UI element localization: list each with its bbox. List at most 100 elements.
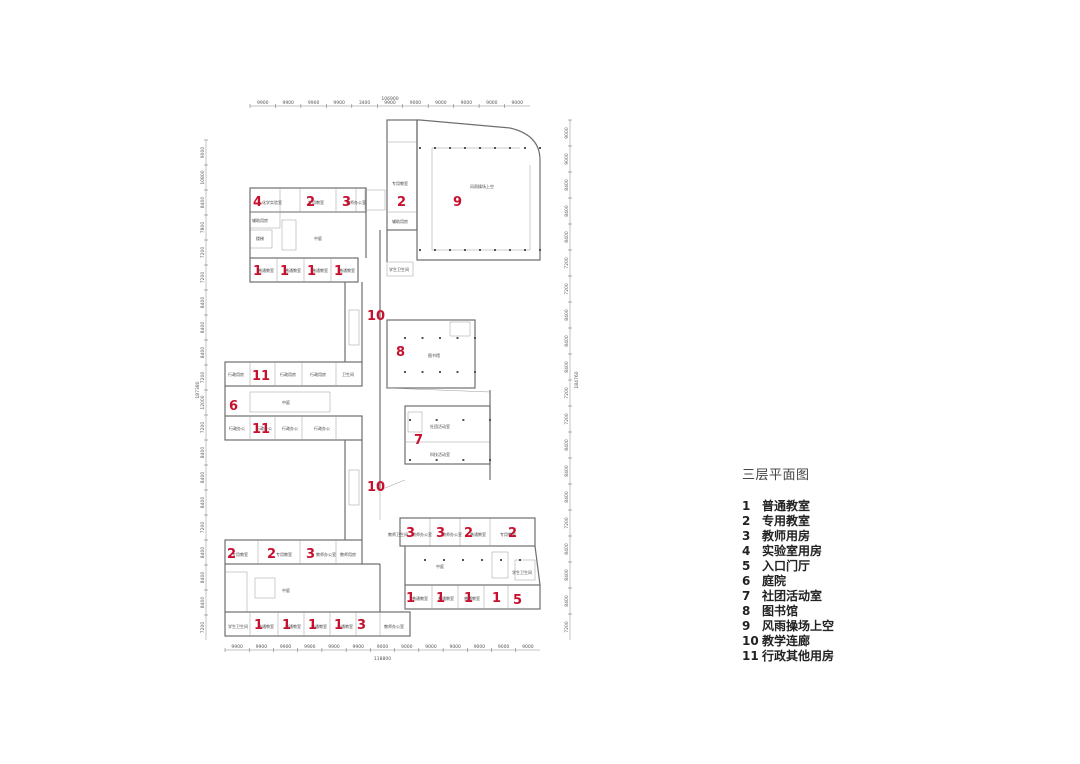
room-marker: 1 [280,264,289,279]
dimension-label: 8400 [200,197,206,209]
room-label: 中庭 [436,563,444,569]
legend-item: 5 入口门厅 [742,559,902,574]
dimension-label: 8400 [200,322,206,334]
column-dot [439,371,441,373]
room-label: 专用教室 [500,531,516,537]
column-dot [419,147,421,149]
column-dot [494,249,496,251]
dimension-label: 8400 [200,297,206,309]
room-label: 社团活动室 [430,423,450,429]
room-marker: 1 [492,591,501,606]
column-dot [439,337,441,339]
room-marker: 11 [252,422,270,437]
dimension-label: 8400 [564,361,570,373]
legend-item-number: 2 [742,514,751,528]
room-label: 教师办公室 [384,623,404,629]
column-dot [524,147,526,149]
room-label: 专用教室 [276,551,292,557]
dimension-label: 9900 [256,644,268,650]
dimension-label: 8400 [200,347,206,359]
room-label: 学生卫生间 [512,569,532,575]
dimension-label: 8400 [200,547,206,559]
room-label: 化学实验室 [262,199,282,205]
column-dot [409,419,411,421]
room-label: 辅助用房 [392,218,408,224]
room-label: 中庭 [282,399,290,405]
building-walls [224,119,541,637]
dimension-label: 7200 [564,283,570,295]
column-dot [500,559,502,561]
room-marker: 3 [406,526,415,541]
dimension-label: 9900 [308,100,320,106]
dimension-label: 7200 [200,622,206,634]
column-dot [489,419,491,421]
room-marker: 7 [414,433,423,448]
dimension-label: 9000 [401,644,413,650]
column-dot [539,249,541,251]
dimension-label: 7200 [200,247,206,259]
column-dot [435,459,438,461]
room-marker: 1 [307,264,316,279]
column-dot [479,147,481,149]
room-marker: 11 [252,369,270,384]
legend-item-label: 入口门厅 [762,559,811,573]
room-marker: 3 [436,526,445,541]
dimension-label: 7200 [564,517,570,529]
dimension-label: 7200 [564,387,570,399]
dimension-label: 7800 [200,222,206,234]
legend-item: 7 社团活动室 [742,589,902,604]
legend-item-number: 3 [742,529,751,543]
dimension-label: 8400 [564,491,570,503]
dimension-label: 7200 [200,422,206,434]
legend-title: 三层平面图 [742,468,810,483]
column-dot [494,147,496,149]
column-dot [489,459,491,461]
column-dot [464,249,466,251]
dimension-label: 9000 [410,100,422,106]
column-dot [539,147,541,149]
column-dot [462,419,465,421]
dimension-label: 9000 [474,644,486,650]
dimension-label: 8400 [564,231,570,243]
room-marker: 10 [367,480,385,495]
legend-item-label: 社团活动室 [762,589,823,603]
dimension-label: 9000 [512,100,524,106]
room-marker: 1 [282,618,291,633]
room-label: 行政用房 [228,371,244,377]
column-dot [434,249,436,251]
legend-item-number: 7 [742,589,751,603]
dimension-total: 118800 [374,656,391,662]
room-label: 教师卫生间 [388,531,408,537]
legend-item-label: 实验室用房 [762,544,823,558]
dimension-label: 8400 [564,439,570,451]
dimension-label: 9000 [498,644,510,650]
room-marker: 1 [464,591,473,606]
room-label: 图书馆 [428,352,440,358]
column-dot [409,459,411,461]
dimension-label: 9000 [461,100,473,106]
room-label: 教师办公室 [442,531,462,537]
dimension-label: 10800 [200,170,206,184]
column-dot [421,337,424,339]
room-label: 行政办公 [256,425,272,431]
column-dot [509,249,511,251]
column-dot [456,371,459,373]
dimension-label: 9000 [425,644,437,650]
dimension-label: 8400 [200,597,206,609]
legend-item-label: 普通教室 [762,499,811,513]
column-dot [462,559,464,561]
room-marker: 2 [464,526,473,541]
legend-item-label: 教学连廊 [762,634,811,648]
dimension-label: 7200 [564,621,570,633]
legend-item-number: 5 [742,559,751,573]
room-label: 教师办公室 [316,551,336,557]
legend-item-label: 风雨操场上空 [762,619,835,633]
dimension-label: 9900 [257,100,269,106]
room-marker: 1 [253,264,262,279]
room-label: 教师办公室 [412,531,432,537]
dimension-total: 184760 [574,371,580,388]
